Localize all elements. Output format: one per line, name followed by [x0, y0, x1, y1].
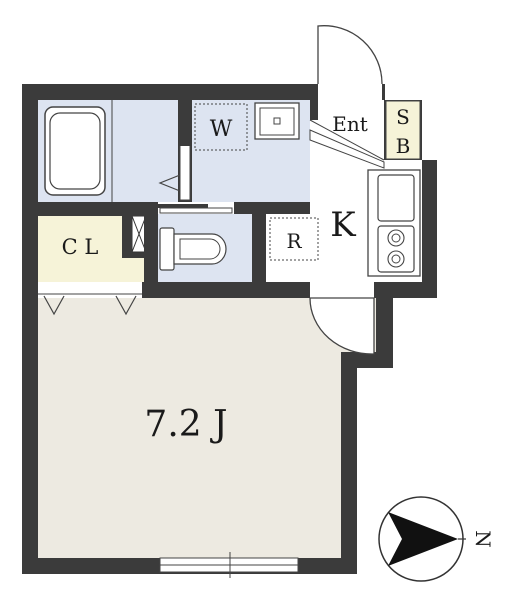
shoe-box	[385, 100, 421, 160]
north-arrow-icon	[378, 496, 466, 582]
entrance-opening	[318, 84, 382, 100]
wash-basin	[254, 102, 300, 140]
label-closet: C L	[62, 235, 99, 259]
toilet-tank	[159, 227, 175, 271]
label-kitchen: K	[330, 205, 356, 245]
bath-door	[179, 144, 191, 201]
toilet-door	[159, 207, 233, 214]
closet-door-opening	[38, 282, 142, 298]
wall-hall-kitchen-top	[234, 202, 310, 214]
label-entrance: Ent	[332, 112, 368, 136]
wall-closet-linen	[122, 216, 132, 258]
wall-bath-wash	[178, 84, 192, 146]
wall-toilet-kitchen	[252, 214, 266, 298]
kitchen-sink	[377, 174, 415, 222]
wall-bath-closet	[22, 202, 158, 216]
toilet-bowl	[173, 233, 227, 265]
main-room-floor	[38, 298, 376, 558]
room-door-opening	[310, 282, 374, 298]
wall-wash-entrance	[310, 84, 318, 120]
stove	[377, 225, 415, 273]
label-washer: W	[210, 117, 233, 142]
label-refrigerator: R	[286, 229, 302, 253]
compass-direction: N	[471, 530, 495, 548]
label-main-room: 7.2 J	[144, 404, 227, 445]
refrigerator-space	[269, 217, 319, 261]
closet-floor	[38, 216, 144, 282]
room-door-swing	[309, 297, 375, 355]
label-shoe-box-s: S	[396, 105, 410, 129]
wall-closet-toilet	[144, 214, 158, 298]
wall-hall-toilet-top	[158, 204, 208, 208]
bathtub	[44, 106, 106, 196]
washer-space	[194, 103, 248, 151]
label-shoe-box-b: B	[396, 134, 411, 158]
entrance-door-swing	[317, 25, 383, 85]
